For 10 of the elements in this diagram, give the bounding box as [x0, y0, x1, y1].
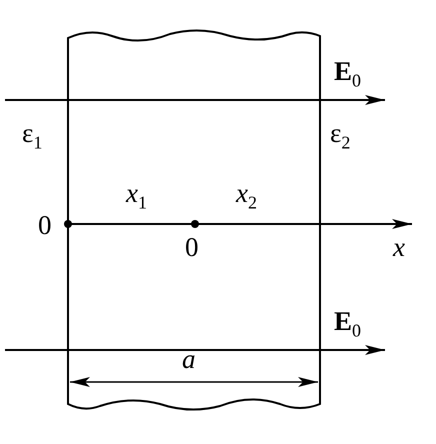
origin-label: 0 — [185, 234, 198, 261]
coordinate-label: x$_{2}$ — [236, 180, 257, 212]
permittivity-label: ε$_{1}$ — [22, 120, 42, 152]
axis-label: x — [393, 234, 405, 261]
coordinate-label: x$_{1}$ — [126, 180, 147, 212]
origin-label: 0 — [38, 212, 52, 239]
field-label: E$_{0}$ — [334, 308, 362, 340]
permittivity-label: ε$_{2}$ — [330, 120, 350, 152]
dimension-label: a — [182, 346, 196, 373]
field-label: E$_{0}$ — [334, 58, 362, 90]
